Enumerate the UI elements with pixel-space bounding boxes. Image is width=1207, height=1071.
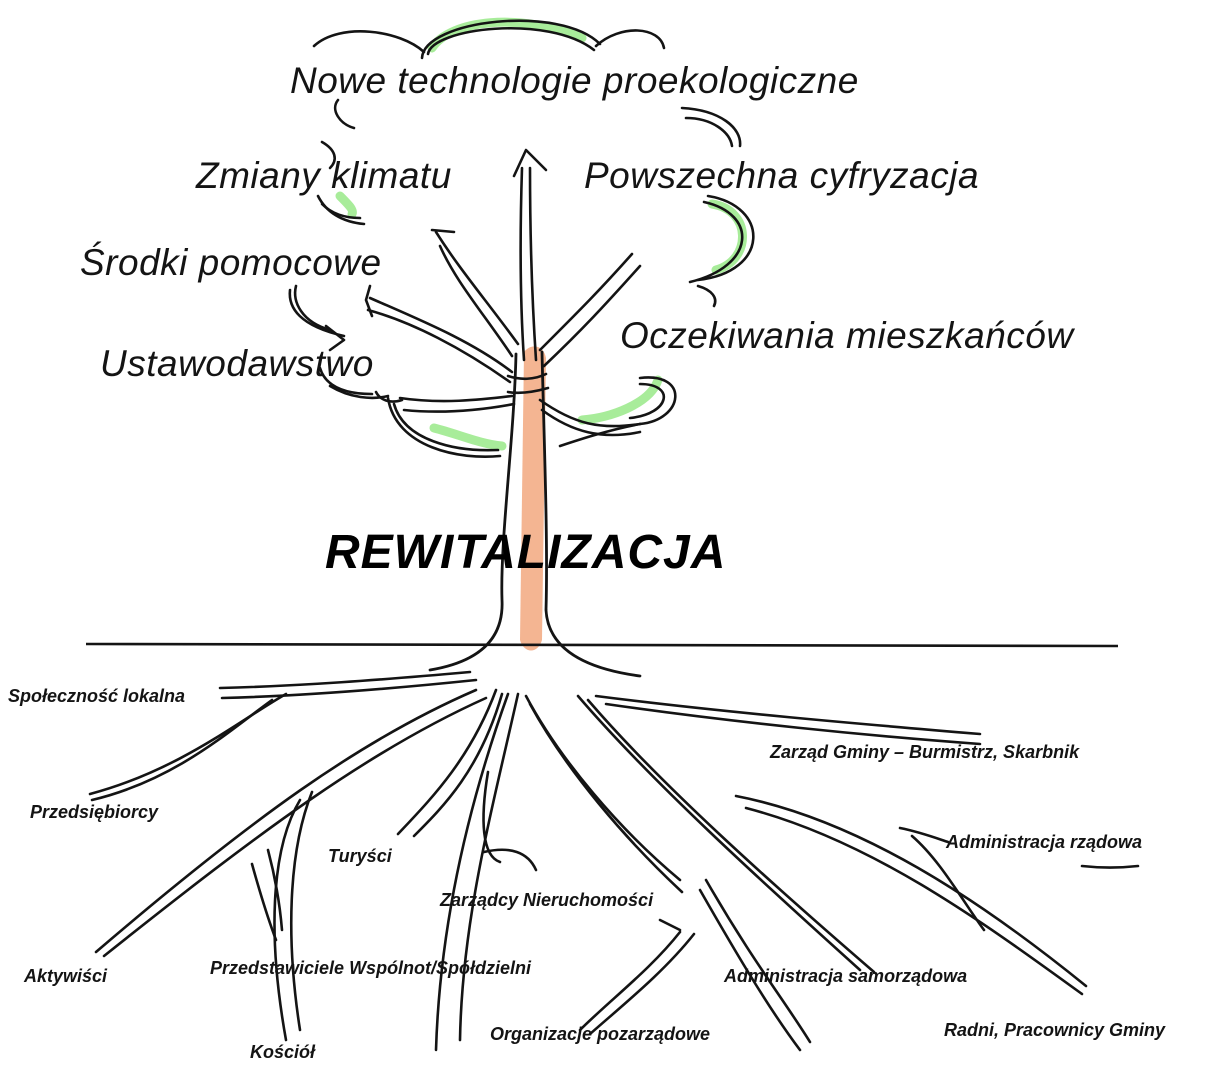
label-przedsiebiorcy: Przedsiębiorcy <box>30 802 158 823</box>
roots <box>90 672 1138 1050</box>
label-kosciol: Kościół <box>250 1042 315 1063</box>
label-zarzad-gminy: Zarząd Gminy – Burmistrz, Skarbnik <box>770 742 1079 763</box>
label-srodki-pomocowe: Środki pomocowe <box>80 242 382 284</box>
label-nowe-technologie: Nowe technologie proekologiczne <box>290 60 859 102</box>
label-ustawodawstwo: Ustawodawstwo <box>100 343 374 385</box>
label-powszechna-cyfryzacja: Powszechna cyfryzacja <box>584 155 979 197</box>
label-oczekiwania-mieszkancow: Oczekiwania mieszkańców <box>620 315 1074 357</box>
label-aktywisci: Aktywiści <box>24 966 107 987</box>
crown-highlight-bottom-left <box>434 428 502 446</box>
diagram-title: REWITALIZACJA <box>325 525 726 580</box>
label-organizacje-pozarzadowe: Organizacje pozarządowe <box>490 1024 710 1045</box>
label-administracja-samorzadowa: Administracja samorządowa <box>724 966 967 987</box>
crown-highlight-left-small <box>340 196 352 214</box>
ground-line <box>86 644 1118 646</box>
label-turysci: Turyści <box>328 846 392 867</box>
label-zmiany-klimatu: Zmiany klimatu <box>196 155 452 197</box>
label-administracja-rzadowa: Administracja rządowa <box>946 832 1142 853</box>
label-zarzadcy-nieruchomosci: Zarządcy Nieruchomości <box>440 890 653 911</box>
label-spolecznosc-lokalna: Społeczność lokalna <box>8 686 185 707</box>
crown-highlight-right <box>712 204 743 270</box>
label-radni: Radni, Pracownicy Gminy <box>944 1020 1165 1041</box>
label-przedstawiciele: Przedstawiciele Wspólnot/Spółdzielni <box>210 958 531 979</box>
